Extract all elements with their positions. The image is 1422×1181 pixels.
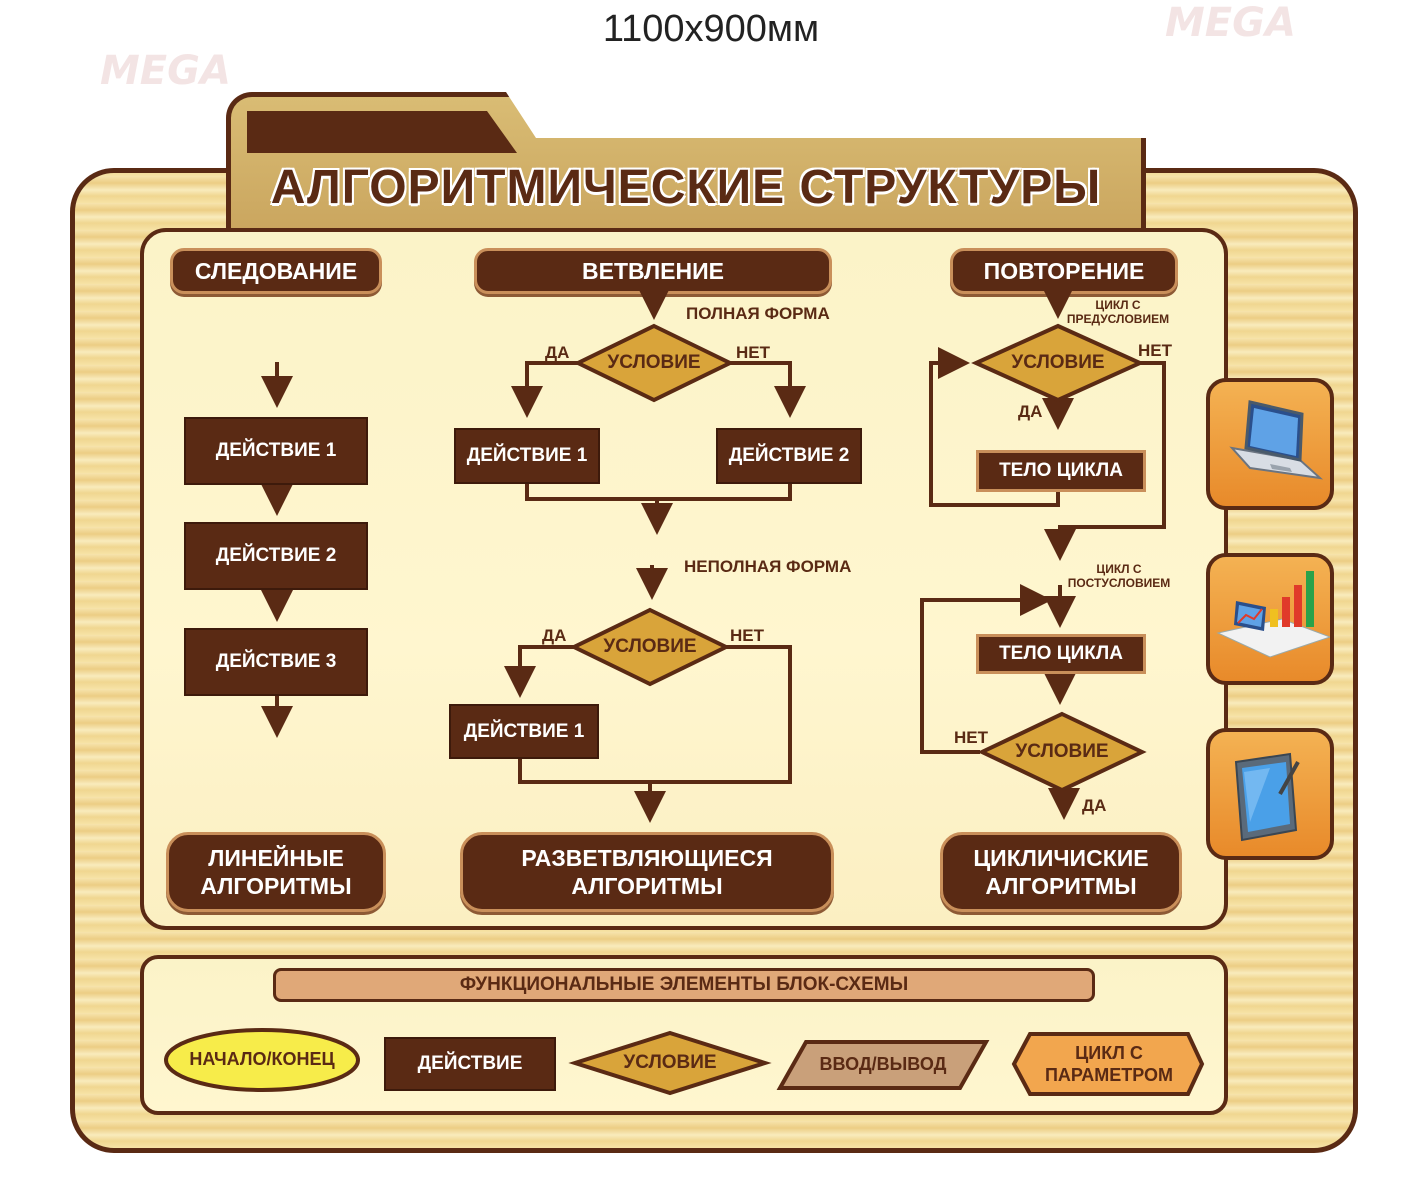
dimension-label: 1100х900мм [602, 8, 820, 50]
no-label: НЕТ [954, 728, 988, 747]
yes-label: ДА [545, 343, 570, 362]
tablet-tile [1206, 728, 1334, 860]
chart-tile [1206, 553, 1334, 685]
partial-branch-action-1: ДЕЙСТВИЕ 1 [449, 704, 599, 759]
header-sequence: СЛЕДОВАНИЕ [170, 248, 382, 294]
loop-body-pre: ТЕЛО ЦИКЛА [976, 450, 1146, 492]
condition-diamond-pre [971, 323, 1145, 403]
partial-form-label: НЕПОЛНАЯ ФОРМА [684, 557, 852, 576]
result-branching: РАЗВЕТВЛЯЮЩИЕСЯ АЛГОРИТМЫ [460, 832, 834, 912]
title-tab-bar [247, 111, 517, 153]
loop-body-post: ТЕЛО ЦИКЛА [976, 634, 1146, 674]
legend-loop-shape [1011, 1032, 1205, 1096]
legend-start-end-label: НАЧАЛО/КОНЕЦ [189, 1049, 335, 1069]
laptop-tile [1206, 378, 1334, 510]
condition-label: УСЛОВИЕ [1015, 741, 1109, 762]
condition-diamond-full [573, 323, 735, 403]
page-title: АЛГОРИТМИЧЕСКИЕ СТРУКТУРЫ [270, 161, 1102, 214]
functional-elements-header: ФУНКЦИОНАЛЬНЫЕ ЭЛЕМЕНТЫ БЛОК-СХЕМЫ [273, 968, 1095, 1002]
condition-label: УСЛОВИЕ [603, 636, 697, 657]
legend-io-label: ВВОД/ВЫВОД [819, 1054, 947, 1074]
legend-condition-label: УСЛОВИЕ [623, 1052, 717, 1073]
no-label: НЕТ [730, 626, 764, 645]
condition-label: УСЛОВИЕ [607, 352, 701, 373]
laptop-icon [1229, 400, 1324, 480]
no-label: НЕТ [736, 343, 770, 362]
condition-label: УСЛОВИЕ [1011, 352, 1105, 373]
legend-loop-label: ЦИКЛ С ПАРАМЕТРОМ [1044, 1043, 1174, 1085]
yes-label: ДА [1082, 796, 1107, 815]
legend-start-end-shape [164, 1028, 360, 1092]
result-linear: ЛИНЕЙНЫЕ АЛГОРИТМЫ [166, 832, 386, 912]
no-label: НЕТ [1138, 341, 1172, 360]
condition-diamond-partial [569, 607, 731, 687]
sequence-action-2: ДЕЙСТВИЕ 2 [184, 522, 368, 590]
chart-icon [1216, 571, 1330, 658]
yes-label: ДА [542, 626, 567, 645]
full-form-label: ПОЛНАЯ ФОРМА [686, 304, 830, 323]
legend-io-shape [776, 1040, 990, 1090]
branch-action-2: ДЕЙСТВИЕ 2 [716, 428, 862, 484]
watermark-logo: MEGA [1165, 0, 1296, 46]
postcondition-label: ЦИКЛ С ПОСТУСЛОВИЕМ [1067, 562, 1171, 590]
tablet-icon [1234, 752, 1300, 842]
precondition-label: ЦИКЛ С ПРЕДУСЛОВИЕМ [1066, 298, 1170, 326]
yes-label: ДА [1018, 402, 1043, 421]
sequence-action-3: ДЕЙСТВИЕ 3 [184, 628, 368, 696]
result-cyclic: ЦИКЛИЧИСКИЕ АЛГОРИТМЫ [940, 832, 1182, 912]
sequence-action-1: ДЕЙСТВИЕ 1 [184, 417, 368, 485]
condition-diamond-post [977, 711, 1147, 793]
watermark-logo: MEGA [100, 48, 231, 94]
legend-action: ДЕЙСТВИЕ [384, 1037, 556, 1091]
legend-condition-shape [568, 1030, 772, 1096]
branch-action-1: ДЕЙСТВИЕ 1 [454, 428, 600, 484]
